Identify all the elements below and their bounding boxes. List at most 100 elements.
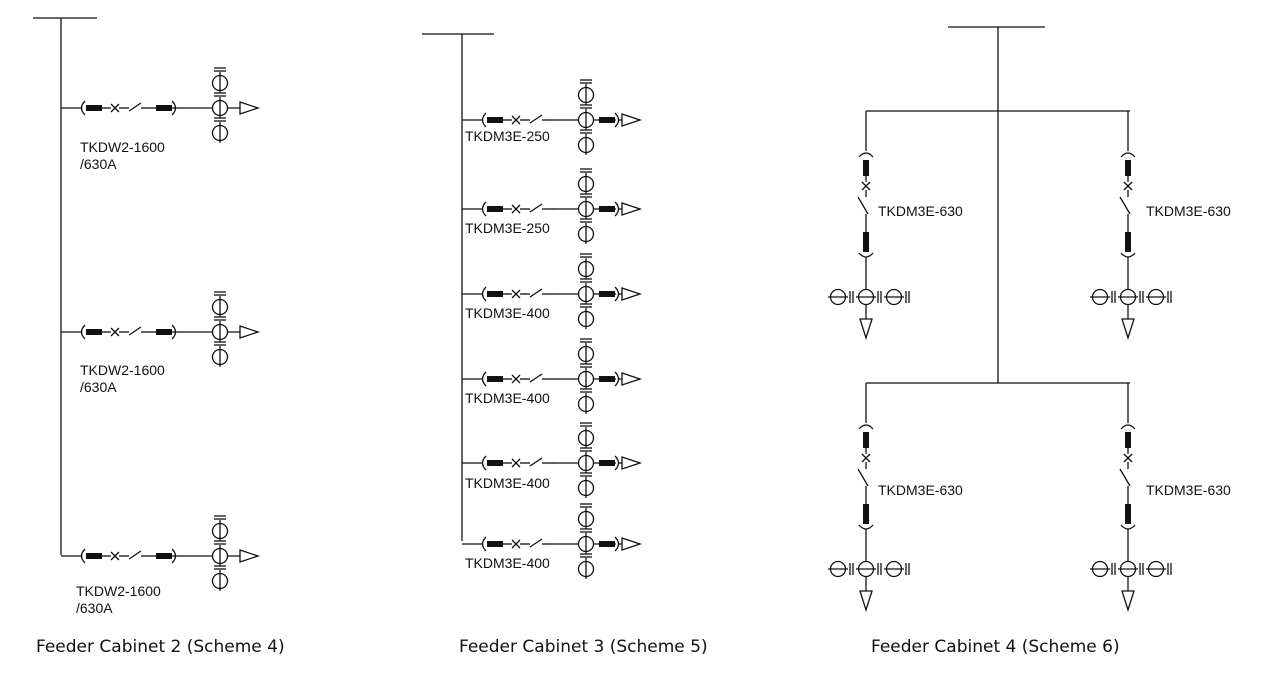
withdrawable-contact — [487, 117, 503, 123]
wire — [511, 539, 521, 549]
withdrawable-contact — [156, 105, 172, 111]
wire — [110, 327, 120, 337]
electrical-symbols — [61, 67, 1172, 613]
feeder-model-label: TKDM3E-630 — [878, 482, 963, 498]
wire — [511, 204, 521, 214]
wire — [511, 458, 521, 468]
feeder-model-label: TKDM3E-400 — [465, 475, 550, 491]
wire — [128, 326, 142, 336]
feeder-branch — [462, 79, 643, 155]
withdrawable-contact — [863, 504, 869, 524]
withdrawable-contact — [599, 541, 615, 547]
wire — [128, 102, 142, 112]
plug-connector — [481, 455, 487, 471]
scheme-caption: Feeder Cabinet 2 (Scheme 4) — [36, 637, 285, 657]
wire — [529, 457, 543, 467]
wire — [1123, 453, 1133, 463]
withdrawable-contact — [156, 329, 172, 335]
plug-connector — [1120, 152, 1136, 158]
feeder-branch — [462, 168, 643, 244]
withdrawable-contact — [863, 160, 869, 176]
withdrawable-contact — [156, 553, 172, 559]
feeder-model-label: TKDM3E-400 — [465, 390, 550, 406]
scheme-caption: Feeder Cabinet 3 (Scheme 5) — [459, 637, 708, 657]
outgoing-arrow — [621, 202, 643, 216]
plug-connector — [481, 286, 487, 302]
feeder-model-label: TKDM3E-630 — [1146, 482, 1231, 498]
withdrawable-contact — [1125, 232, 1131, 252]
withdrawable-contact — [487, 541, 503, 547]
feeder-model-label: TKDM3E-400 — [465, 555, 550, 571]
outgoing-arrow — [1121, 590, 1135, 613]
outgoing-arrow — [621, 287, 643, 301]
wire — [511, 289, 521, 299]
outgoing-arrow — [859, 590, 873, 613]
wire — [1119, 196, 1131, 215]
plug-connector — [1120, 252, 1136, 258]
withdrawable-contact — [863, 432, 869, 448]
wire — [511, 115, 521, 125]
plug-connector — [858, 424, 874, 430]
withdrawable-contact — [599, 206, 615, 212]
scheme-5 — [422, 33, 494, 541]
scheme-caption: Feeder Cabinet 4 (Scheme 6) — [871, 637, 1120, 657]
withdrawable-contact — [487, 376, 503, 382]
wire — [529, 203, 543, 213]
labels: TKDW2-1600 /630A TKDW2-1600 /630A TKDW2-… — [36, 128, 1231, 657]
outgoing-arrow — [621, 372, 643, 386]
plug-connector — [481, 536, 487, 552]
withdrawable-contact — [86, 105, 102, 111]
feeder-branch — [462, 253, 643, 329]
outgoing-arrow — [239, 101, 261, 115]
withdrawable-contact — [599, 117, 615, 123]
feeder-model-label: TKDW2-1600 — [80, 362, 165, 378]
withdrawable-contact — [86, 329, 102, 335]
wire — [857, 196, 869, 215]
feeder-branch — [1090, 383, 1172, 613]
feeder-branch — [462, 422, 643, 498]
wire — [861, 181, 871, 191]
scheme-4 — [33, 17, 97, 555]
wire — [1119, 468, 1131, 487]
plug-connector — [858, 252, 874, 258]
feeder-model-label: TKDM3E-400 — [465, 305, 550, 321]
feeder-rating-label: /630A — [76, 600, 113, 616]
plug-connector — [80, 100, 86, 116]
wire — [529, 538, 543, 548]
feeder-branch — [462, 338, 643, 414]
feeder-model-label: TKDM3E-630 — [878, 203, 963, 219]
feeder-model-label: TKDM3E-630 — [1146, 203, 1231, 219]
feeder-model-label: TKDM3E-250 — [465, 128, 550, 144]
wire — [861, 453, 871, 463]
feeder-model-label: TKDW2-1600 — [76, 583, 161, 599]
outgoing-arrow — [859, 318, 873, 341]
wire — [857, 468, 869, 487]
feeder-rating-label: /630A — [80, 379, 117, 395]
withdrawable-contact — [86, 553, 102, 559]
feeder-branch — [1090, 111, 1172, 341]
feeder-branch — [462, 503, 643, 579]
feeder-branch — [61, 515, 261, 591]
outgoing-arrow — [621, 113, 643, 127]
wire — [511, 374, 521, 384]
feeder-model-label: TKDW2-1600 — [80, 139, 165, 155]
outgoing-arrow — [621, 456, 643, 470]
feeder-branch — [828, 383, 910, 613]
outgoing-arrow — [239, 325, 261, 339]
wire — [110, 551, 120, 561]
feeder-branch — [61, 67, 261, 143]
plug-connector — [80, 324, 86, 340]
plug-connector — [481, 371, 487, 387]
wire — [110, 103, 120, 113]
plug-connector — [481, 201, 487, 217]
withdrawable-contact — [1125, 160, 1131, 176]
feeder-branch — [61, 291, 261, 367]
plug-connector — [1120, 424, 1136, 430]
plug-connector — [80, 548, 86, 564]
wire — [128, 550, 142, 560]
withdrawable-contact — [863, 232, 869, 252]
outgoing-arrow — [621, 537, 643, 551]
wire — [529, 373, 543, 383]
